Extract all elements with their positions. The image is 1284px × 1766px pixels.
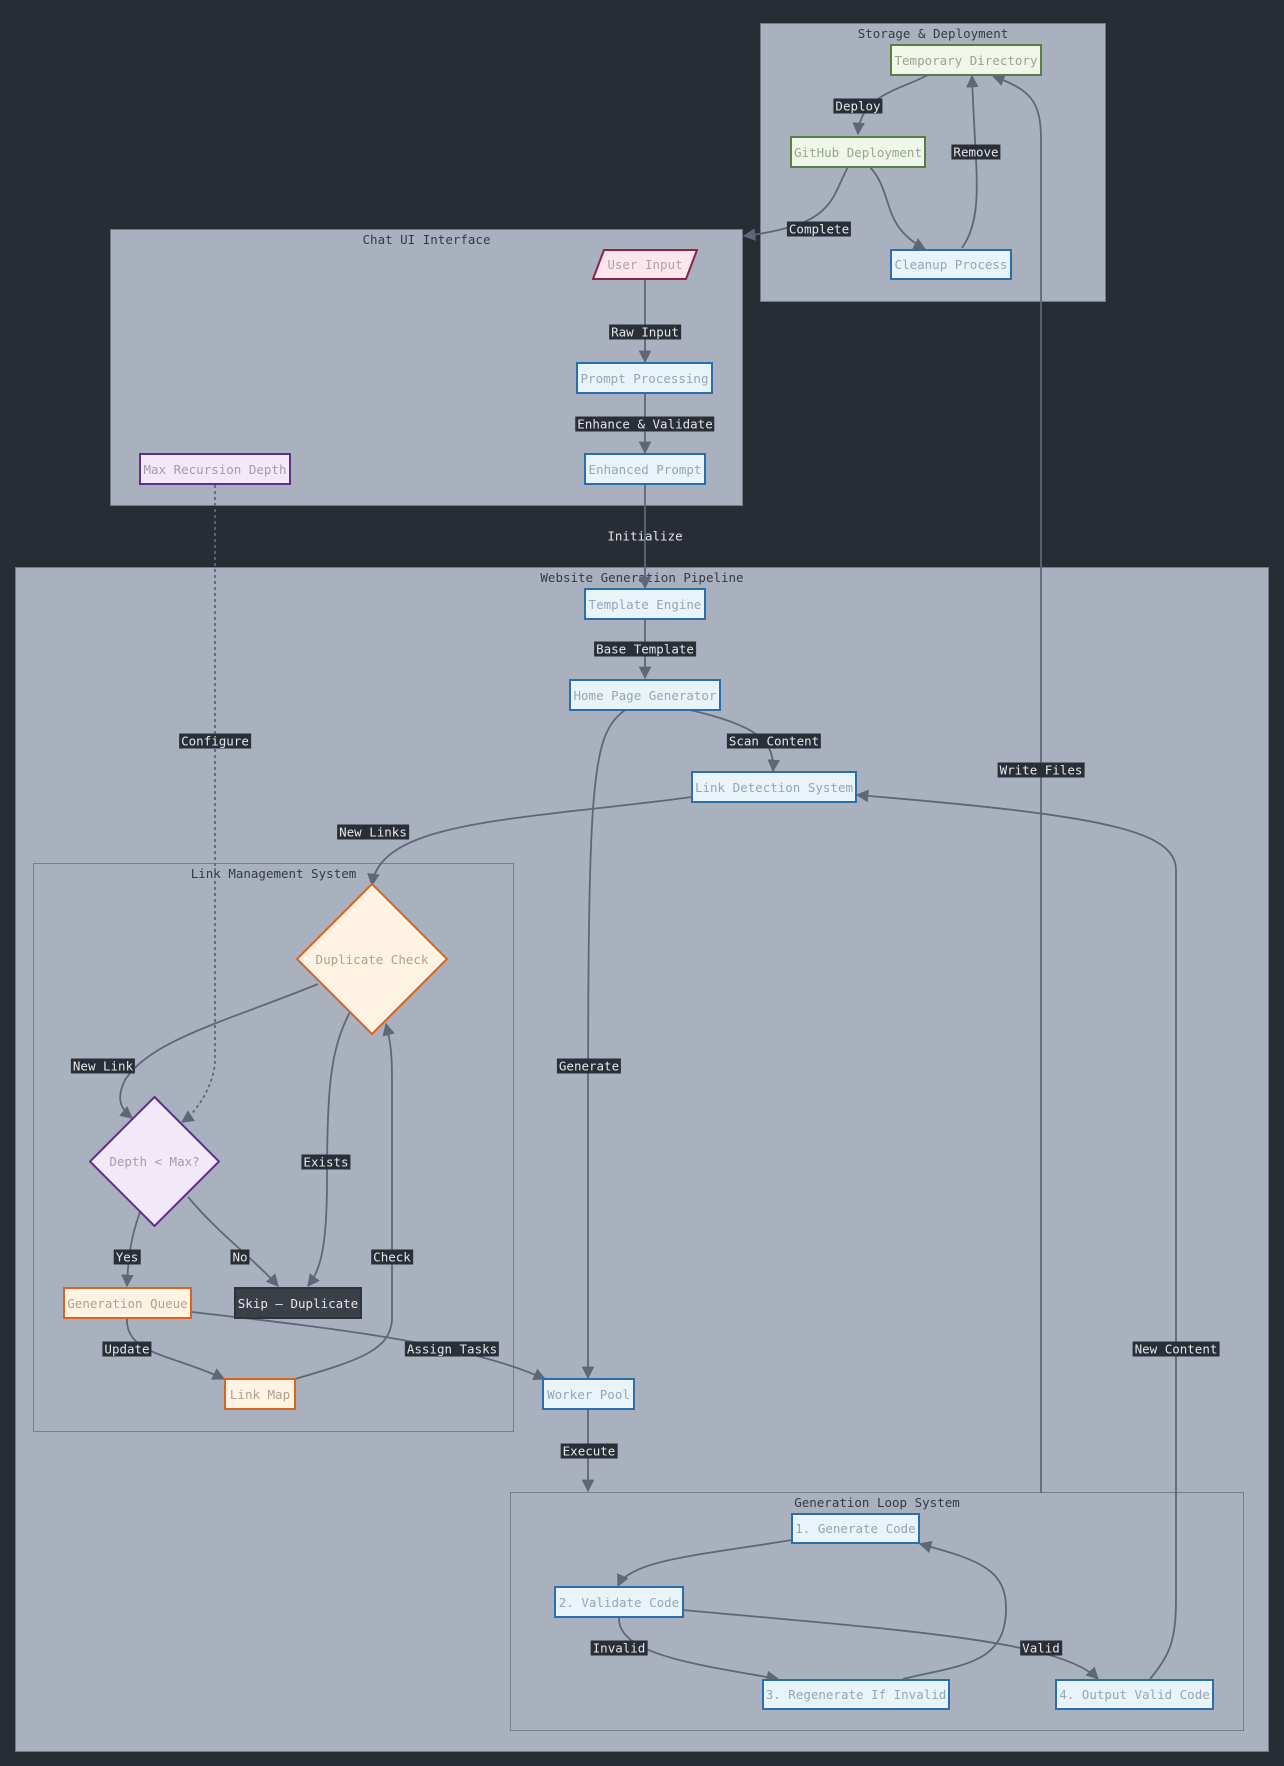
node-validate-code[interactable]: 2. Validate Code [554,1586,684,1618]
edge-github-to-chat [742,166,849,241]
node-cleanup-process[interactable]: Cleanup Process [890,249,1012,280]
edge-label-new-content: New Content [1132,1341,1220,1357]
edge-link-to-duplicate [367,796,693,887]
edge-label-complete: Complete [786,221,852,237]
node-depth-check-label: Depth < Max? [109,1154,200,1169]
node-max-recursion-depth[interactable]: Max Recursion Depth [139,453,291,485]
edge-validate-to-regenerate [618,1617,780,1684]
edge-temp-to-github [852,74,929,136]
edge-label-new-links: New Links [337,824,409,840]
edge-label-remove: Remove [951,144,1001,160]
diamond-shape [296,883,448,1035]
node-duplicate-check-label: Duplicate Check [315,951,429,967]
node-temporary-directory[interactable]: Temporary Directory [890,44,1042,76]
node-generation-queue[interactable]: Generation Queue [63,1287,192,1319]
edge-regenerate-to-generate [902,1540,1007,1680]
edge-label-initialize: Initialize [607,528,683,544]
cluster-link-management: Link Management System [33,863,514,1432]
edge-label-generate: Generate [556,1058,622,1074]
edge-label-check: Check [371,1249,413,1265]
node-output-valid-code[interactable]: 4. Output Valid Code [1055,1679,1214,1710]
node-home-page-generator[interactable]: Home Page Generator [569,679,721,711]
cluster-title-generation-loop: Generation Loop System [794,1495,960,1510]
node-prompt-processing[interactable]: Prompt Processing [576,362,713,394]
cluster-generation-loop: Generation Loop System [510,1492,1244,1731]
edge-duplicate-to-skip [307,1011,351,1288]
edge-label-invalid: Invalid [590,1640,648,1656]
edge-generate-to-validate [617,1539,793,1588]
edge-label-exists: Exists [301,1154,351,1170]
edge-label-configure: Configure [179,733,251,749]
edge-label-valid: Valid [1020,1640,1062,1656]
edge-cleanup-to-temp [961,74,979,249]
node-link-detection-system[interactable]: Link Detection System [691,771,857,803]
node-skip-duplicate[interactable]: Skip – Duplicate [234,1287,362,1319]
edge-depth-to-skip [187,1196,279,1287]
node-depth-check[interactable]: Depth < Max? [89,1096,220,1227]
node-template-engine[interactable]: Template Engine [584,588,706,620]
edge-label-base-template: Base Template [594,641,696,657]
node-user-input-label: User Input [607,257,683,272]
edge-label-enhance-validate: Enhance & Validate [575,416,715,432]
edge-label-update: Update [102,1341,152,1357]
node-regenerate-if-invalid[interactable]: 3. Regenerate If Invalid [762,1679,950,1710]
edge-github-to-cleanup [869,166,927,250]
cluster-title-chat: Chat UI Interface [362,232,491,247]
edge-label-deploy: Deploy [833,98,883,114]
edge-max-to-depth [180,485,216,1123]
cluster-title-link-management: Link Management System [190,866,357,881]
edge-queue-to-linkmap [126,1317,226,1380]
edge-home-to-worker [581,709,626,1380]
edge-validate-to-output [682,1609,1099,1680]
node-worker-pool[interactable]: Worker Pool [542,1378,635,1410]
node-generate-code[interactable]: 1. Generate Code [791,1513,920,1544]
node-duplicate-check[interactable]: Duplicate Check [296,883,448,1035]
edge-output-to-link [855,789,1177,1680]
edge-duplicate-to-depth [119,983,319,1119]
edge-label-scan-content: Scan Content [726,733,822,749]
edge-label-execute: Execute [560,1443,618,1459]
edge-output-to-temp [991,74,1042,1493]
node-enhanced-prompt[interactable]: Enhanced Prompt [584,453,706,485]
edge-label-assign-tasks: Assign Tasks [404,1341,500,1357]
edge-label-no: No [230,1249,250,1265]
edge-label-write-files: Write Files [997,762,1085,778]
cluster-title-storage: Storage & Deployment [857,26,1009,41]
edge-label-yes: Yes [113,1249,141,1265]
diamond-shape [89,1096,220,1227]
node-user-input[interactable]: User Input [592,249,698,280]
edge-label-raw-input: Raw Input [609,324,681,340]
node-github-deployment[interactable]: GitHub Deployment [790,136,926,168]
edge-label-new-link: New Link [70,1058,136,1074]
node-link-map[interactable]: Link Map [224,1378,296,1410]
edge-linkmap-to-duplicate [294,1022,395,1380]
edge-queue-to-worker [191,1311,547,1381]
parallelogram-shape [592,249,698,280]
